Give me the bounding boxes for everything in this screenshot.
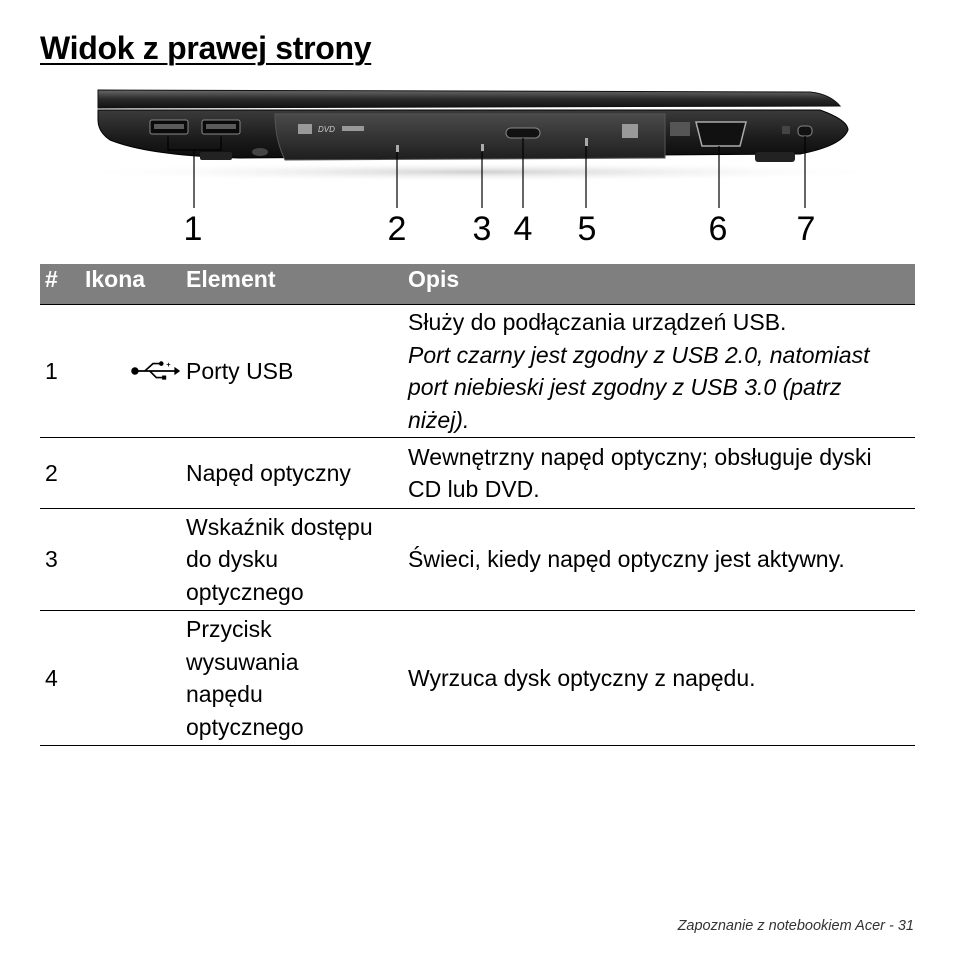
laptop-illustration: DVD — [60, 89, 900, 208]
usb-icon: + — [80, 358, 181, 384]
header-icon: Ikona — [85, 266, 146, 292]
header-description: Opis — [408, 266, 460, 292]
table-row: 1 + Porty USB Służy do podłączania urząd… — [40, 304, 915, 438]
row-element: Porty USB — [186, 357, 294, 384]
row-element: Wskaźnik dostępu do dysku optycznego — [186, 513, 373, 605]
row-num: 2 — [45, 459, 58, 486]
row-element: Przycisk wysuwania napędu optycznego — [186, 616, 304, 740]
callout-4: 4 — [513, 210, 533, 248]
row-num: 3 — [45, 546, 58, 573]
callout-3: 3 — [472, 210, 492, 248]
callout-7: 7 — [796, 210, 816, 248]
callout-lines — [167, 136, 806, 208]
row-description-text: Służy do podłączania urządzeń USB. — [408, 309, 787, 335]
callout-1: 1 — [183, 210, 203, 248]
table-row: 2 Napęd optyczny Wewnętrzny napęd optycz… — [40, 438, 915, 509]
row-element: Napęd optyczny — [186, 459, 351, 486]
callout-6: 6 — [708, 210, 728, 248]
row-description: Wyrzuca dysk optyczny z napędu. — [408, 664, 756, 691]
ports-table: # Ikona Element Opis 1 + Porty USB Służy… — [40, 264, 915, 746]
row-num: 4 — [45, 664, 58, 691]
row-description: Wewnętrzny napęd optyczny; obsługuje dys… — [408, 443, 872, 503]
svg-text:DVD: DVD — [318, 125, 335, 134]
header-element: Element — [186, 266, 276, 292]
callout-2: 2 — [387, 210, 407, 248]
page-title: Widok z prawej strony — [40, 30, 372, 66]
table-header: # Ikona Element Opis — [40, 264, 915, 304]
row-description: Służy do podłączania urządzeń USB. Port … — [403, 306, 915, 436]
page-footer: Zapoznanie z notebookiem Acer - 31 — [677, 918, 914, 934]
row-description: Świeci, kiedy napęd optyczny jest aktywn… — [408, 546, 845, 573]
table-row: 4 Przycisk wysuwania napędu optycznego W… — [40, 611, 915, 746]
header-num: # — [45, 266, 58, 292]
laptop-right-side-figure: DVD 1 2 3 4 5 6 7 — [40, 80, 914, 255]
svg-text:+: + — [166, 360, 171, 369]
row-num: 1 — [45, 357, 58, 384]
row-description-note: Port czarny jest zgodny z USB 2.0, natom… — [408, 341, 870, 433]
table-row: 3 Wskaźnik dostępu do dysku optycznego Ś… — [40, 509, 915, 611]
callout-5: 5 — [577, 210, 597, 248]
